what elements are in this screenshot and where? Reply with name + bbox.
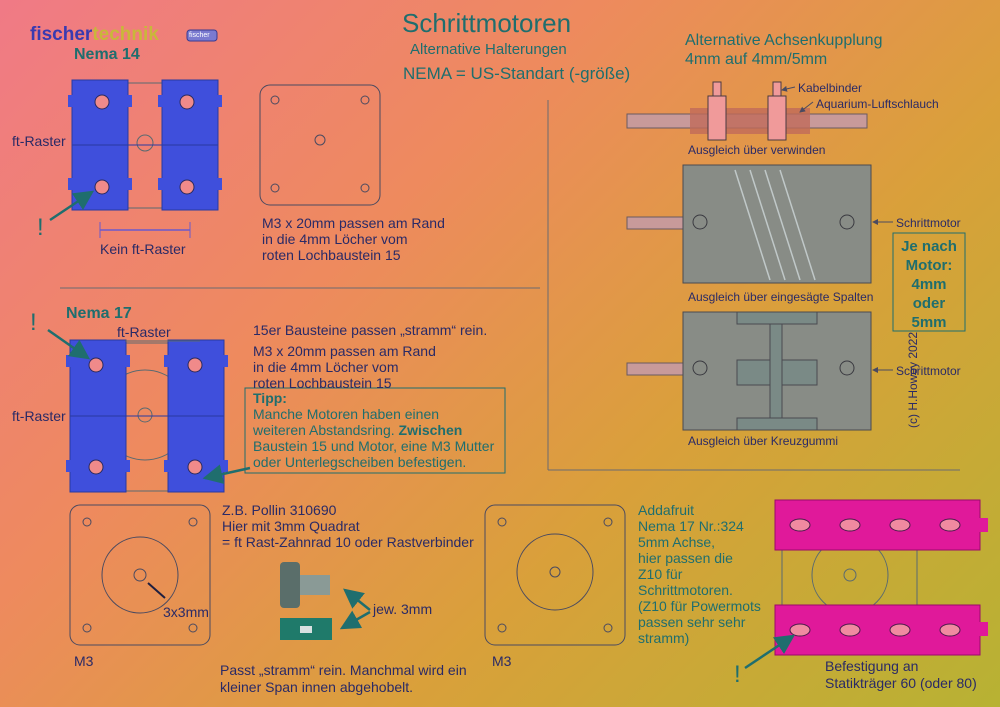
adafruit-text: Addafruit Nema 17 Nr.:324 5mm Achse, hie… [638,502,761,646]
caption-twist: Ausgleich über verwinden [688,143,826,157]
pollin-bottom: Passt „stramm“ rein. Manchmal wird ein k… [220,662,467,695]
statik-exclaim: ! [734,661,741,688]
coupling-twist [626,81,868,141]
nema14-motor-outline [259,84,381,206]
logo-badge [186,29,218,42]
statik-caption: Befestigung an Statikträger 60 (oder 80) [825,658,977,691]
shaft-box-text: Je nach Motor: 4mm oder 5mm [901,238,957,331]
motor-label-2: Schrittmotor [896,364,961,378]
nema14-ft-raster: ft-Raster [12,133,66,149]
pollin-jew: jew. 3mm [373,601,433,617]
page-subtitle: Alternative Halterungen [410,41,567,58]
motor-label-1: Schrittmotor [896,216,961,230]
coupling-title-1: Alternative Achsenkupplung [685,32,883,49]
tipp-text: Tipp: Manche Motoren haben einen weitere… [253,390,495,470]
aquarium-label: Aquarium-Luftschlauch [816,97,939,111]
coupling-slots [626,164,872,284]
pollin-motor-outline [69,504,211,646]
caption-slots: Ausgleich über eingesägte Spalten [688,290,874,304]
coupling-cross [626,311,872,431]
logo: fischertechnik [30,24,159,46]
nema17-ft-raster-left: ft-Raster [12,408,66,424]
logo-badge-text: fischer [189,32,210,39]
pollin-m3: M3 [74,653,94,669]
gear-part [280,562,330,608]
nema-note: NEMA = US-Standart (-größe) [403,64,631,83]
logo-fischer: fischer [30,24,93,45]
nema14-note: M3 x 20mm passen am Rand in die 4mm Löch… [262,215,445,263]
nema14-bracket [68,79,222,211]
coupling-title-2: 4mm auf 4mm/5mm [685,51,828,68]
tipp-box [244,387,506,474]
nema17-bracket [66,339,228,493]
pollin-dim: 3x3mm [163,604,209,620]
nema17-exclaim: ! [30,309,37,336]
adafruit-m3: M3 [492,653,512,669]
copyright: (c) H.Howey 2022 [906,331,920,428]
nema17-title: Nema 17 [66,305,132,322]
shaft-box [892,232,966,332]
statik-bracket [774,499,988,656]
page-title: Schrittmotoren [402,8,572,38]
nema17-ft-raster-top: ft-Raster [117,324,171,340]
caption-cross: Ausgleich über Kreuzgummi [688,434,839,448]
nema14-title: Nema 14 [74,46,140,63]
nema14-exclaim: ! [37,214,44,241]
logo-technik: technik [92,24,159,45]
adafruit-motor-outline [484,504,626,646]
kabelbinder-label: Kabelbinder [798,81,863,95]
pollin-text: Z.B. Pollin 310690 Hier mit 3mm Quadrat … [222,502,474,550]
nema17-note-1: 15er Bausteine passen „stramm“ rein. [253,322,488,338]
nema14-kein-ft-raster: Kein ft-Raster [100,241,186,257]
nema17-note-2: M3 x 20mm passen am Rand in die 4mm Löch… [253,343,436,391]
